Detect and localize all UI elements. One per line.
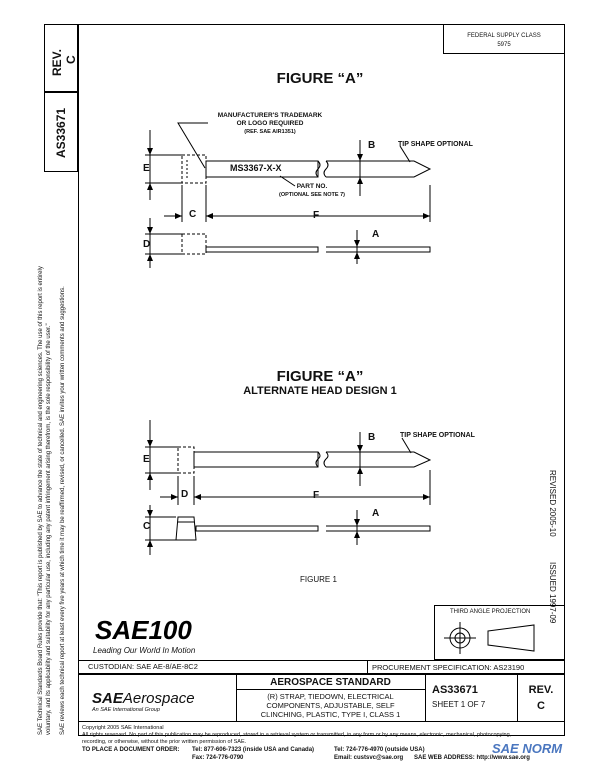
left-docnum-box — [44, 92, 78, 172]
trademark-line1: MANUFACTURER'S TRADEMARK — [217, 112, 323, 119]
third-angle-symbol — [444, 622, 535, 654]
f2-dim-d: D — [181, 489, 189, 500]
brand-sae: SAE — [92, 690, 123, 707]
sae100-logo-text: SAE100 — [95, 615, 192, 645]
title-divider-3 — [517, 674, 518, 722]
footer-web: SAE WEB ADDRESS: http://www.sae.org — [414, 755, 530, 761]
f1-dim-b: B — [368, 140, 376, 151]
standard-divider — [236, 689, 425, 690]
standard-title: AEROSPACE STANDARD — [270, 677, 391, 688]
custodian-row — [78, 660, 565, 674]
f2-tip-label: TIP SHAPE OPTIONAL — [400, 432, 475, 439]
standard-desc-2: COMPONENTS, ADJUSTABLE, SELF — [266, 701, 395, 710]
standard-desc-3: CLINCHING, PLASTIC, TYPE I, CLASS 1 — [260, 710, 401, 719]
left-rev-box — [44, 24, 78, 92]
f2-dim-a: A — [372, 508, 380, 519]
f1-dim-f: F — [313, 210, 320, 221]
title-divider-1 — [236, 674, 237, 722]
f1-partno: PART NO. (OPTIONAL SEE NOTE 7) — [262, 183, 362, 199]
title-rev-label: REV. — [528, 684, 554, 696]
footer-tel2: Tel: 724-776-4970 (outside USA) — [334, 747, 425, 753]
figure2-title: FIGURE “A” — [276, 368, 364, 385]
f1-partno-label: PART NO. — [296, 183, 328, 190]
sae-aerospace-brand: SAEAerospace — [92, 690, 195, 707]
f2-dim-c: C — [143, 521, 151, 532]
procurement-text: PROCUREMENT SPECIFICATION: AS23190 — [372, 663, 525, 672]
standard-desc-1: (R) STRAP, TIEDOWN, ELECTRICAL — [267, 692, 394, 701]
page-frame — [78, 24, 565, 736]
trademark-note: MANUFACTURER'S TRADEMARK OR LOGO REQUIRE… — [200, 112, 340, 136]
f1-tip-label: TIP SHAPE OPTIONAL — [398, 141, 473, 148]
figure2-subtitle: ALTERNATE HEAD DESIGN 1 — [243, 385, 397, 397]
f1-dim-e: E — [143, 163, 150, 174]
title-doc-number: AS33671 — [432, 684, 478, 696]
brand-sub: An SAE International Group — [92, 707, 160, 713]
footer-rights-2: recording, or otherwise, without the pri… — [82, 739, 247, 745]
title-divider-2 — [425, 674, 426, 722]
title-block — [78, 674, 565, 722]
trademark-line2: OR LOGO REQUIRED — [236, 120, 304, 127]
third-angle-label: THIRD ANGLE PROJECTION — [450, 609, 531, 615]
sae-norm-watermark: SAE NORM — [492, 741, 563, 756]
fsc-box — [443, 24, 565, 54]
footer-email: Email: custsvc@sae.org — [334, 755, 404, 761]
custodian-text: CUSTODIAN: SAE AE-8/AE-8C2 — [88, 662, 198, 671]
f1-dim-d: D — [143, 239, 151, 250]
f1-dim-a: A — [372, 229, 380, 240]
third-angle-box — [434, 605, 565, 660]
fsc-line1: FEDERAL SUPPLY CLASS — [467, 33, 541, 39]
fsc-line2: 5975 — [497, 42, 511, 48]
footer-order-label: TO PLACE A DOCUMENT ORDER: — [82, 747, 180, 753]
title-sheet: SHEET 1 OF 7 — [432, 700, 486, 709]
sae100-logo-graphic: SAE100 — [93, 614, 213, 645]
trademark-ref: (REF. SAE AIR1351) — [244, 129, 296, 135]
footer-fax: Fax: 724-776-0790 — [192, 755, 244, 761]
footer-rights: All rights reserved. No part of this pub… — [82, 732, 512, 738]
f2-dim-e: E — [143, 454, 150, 465]
f1-dim-c: C — [189, 209, 197, 220]
f2-dim-f: F — [313, 490, 320, 501]
logo-tagline: Leading Our World In Motion — [93, 646, 196, 655]
f1-partno-note: (OPTIONAL SEE NOTE 7) — [279, 192, 345, 198]
brand-aero: Aerospace — [122, 690, 195, 707]
f2-dim-b: B — [368, 432, 376, 443]
figure2-caption: FIGURE 1 — [300, 575, 337, 584]
sae100-logo: SAE100 — [93, 612, 213, 646]
procurement-divider — [367, 660, 368, 674]
footer-tel: Tel: 877-606-7323 (inside USA and Canada… — [192, 747, 315, 753]
f1-part-marking: MS3367-X-X — [230, 163, 282, 173]
footer-copyright: Copyright 2005 SAE International — [82, 725, 164, 731]
figure1-title: FIGURE “A” — [276, 70, 364, 87]
title-rev-value: C — [537, 700, 545, 712]
